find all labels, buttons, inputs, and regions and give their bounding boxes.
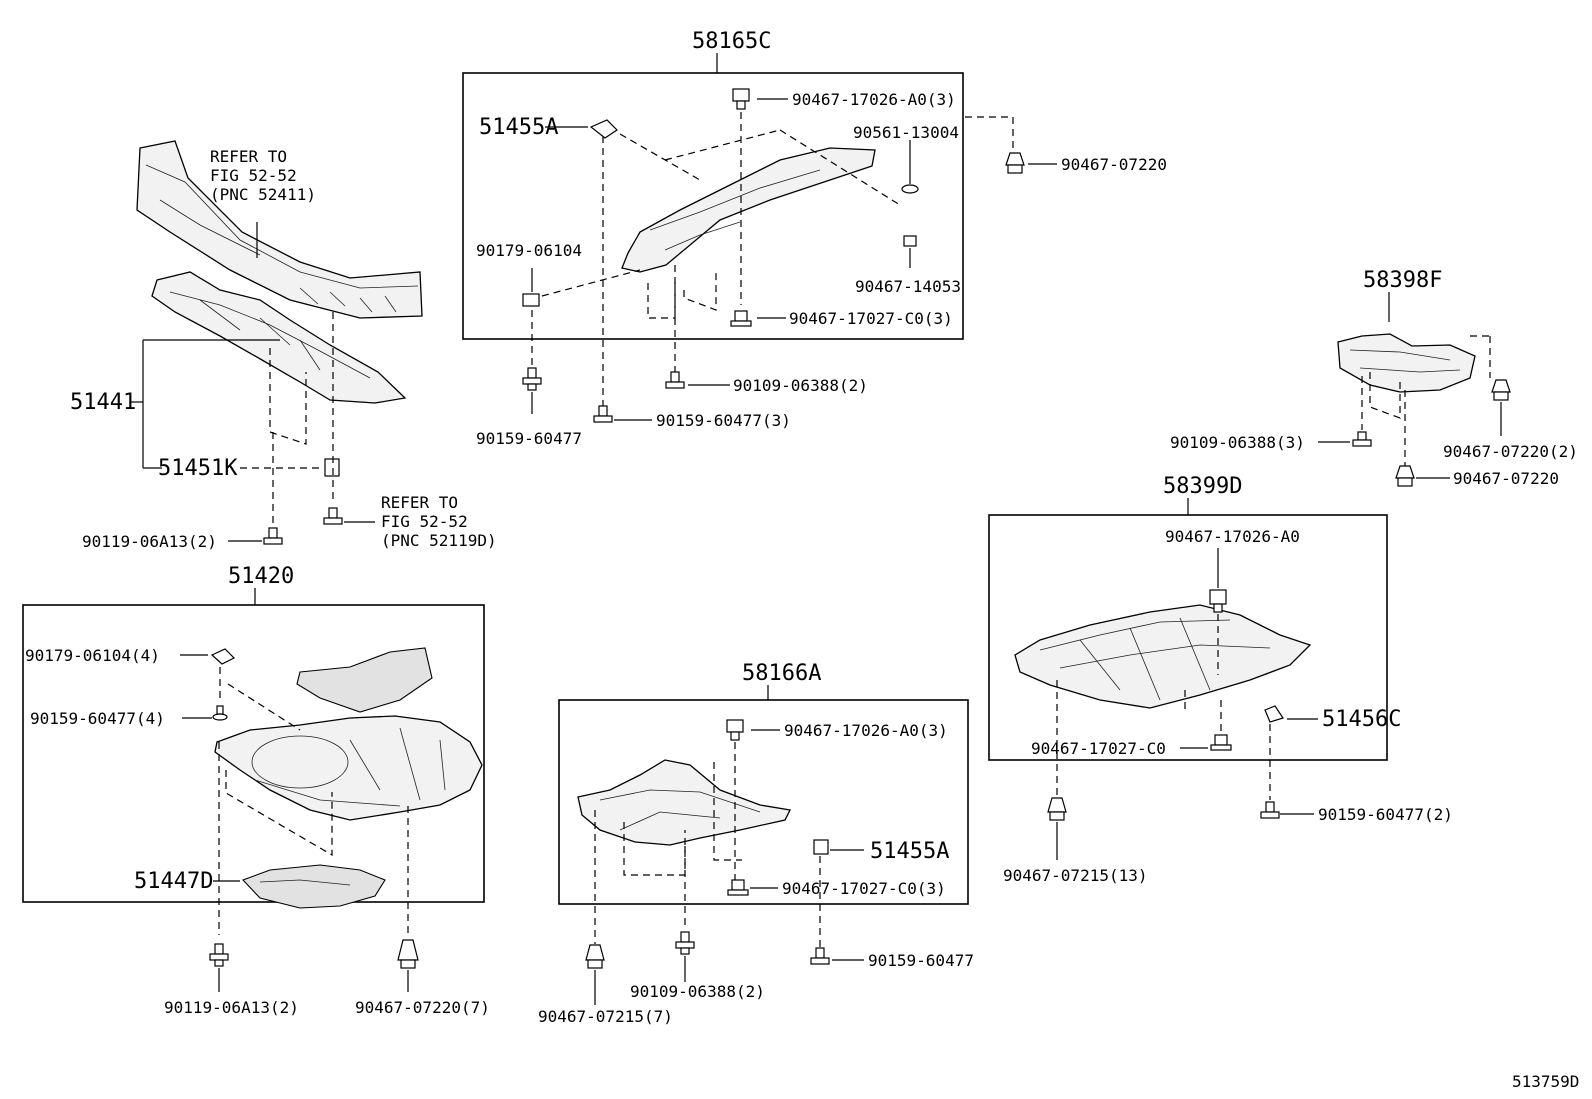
figure-id: 513759D xyxy=(1512,1072,1579,1091)
refer-top-line-3: (PNC 52411) xyxy=(210,185,316,204)
grommet-90467-17027-C0-icon xyxy=(1210,734,1232,751)
assembly-box-51420 xyxy=(22,604,485,903)
callout-90467-07215-13: 90467-07215(13) xyxy=(1003,866,1148,885)
clip-58398F-right-icon xyxy=(1491,379,1511,401)
callout-90561-13004: 90561-13004 xyxy=(853,123,959,142)
assembly-box-58165C xyxy=(462,72,964,340)
clip-51455A-mid-icon xyxy=(813,839,829,855)
callout-90109-06388-2-bottom: 90109-06388(2) xyxy=(630,982,765,1001)
clip-51451K-icon xyxy=(324,458,340,477)
grommet-90467-17027-mid-icon xyxy=(727,879,749,896)
bolt-90109-06388-b-icon xyxy=(1352,431,1372,447)
callout-90467-07215-7: 90467-07215(7) xyxy=(538,1007,673,1026)
grommet-90467-17027-top-icon xyxy=(730,310,752,327)
label-assembly-58398F: 58398F xyxy=(1363,268,1442,293)
label-part-51455A-mid: 51455A xyxy=(870,839,949,864)
callout-90119-06A13-2-top: 90119-06A13(2) xyxy=(82,532,217,551)
clip-90467-07220-7-icon xyxy=(397,939,419,969)
label-assembly-58165C: 58165C xyxy=(692,29,771,54)
callout-90467-14053: 90467-14053 xyxy=(855,277,961,296)
bolt-90119-06A13-b-icon xyxy=(209,943,229,967)
clip-90467-07215-13-icon xyxy=(1047,797,1067,821)
bolt-90159-60477-d-icon xyxy=(810,947,830,965)
part-51420-upper-plate xyxy=(296,647,433,713)
callout-90467-17027-C0: 90467-17027-C0 xyxy=(1031,739,1166,758)
callout-90467-07220-2: 90467-07220(2) xyxy=(1443,442,1578,461)
callout-90467-07220-right: 90467-07220 xyxy=(1453,469,1559,488)
nut-90179-06104-4-icon xyxy=(210,648,236,665)
label-part-51451K: 51451K xyxy=(158,456,238,481)
bolt-90159-60477-4-icon xyxy=(212,705,228,721)
bolt-90119-icon xyxy=(263,527,283,545)
part-58166A-shape xyxy=(577,759,791,846)
callout-90159-60477-2: 90159-60477(2) xyxy=(1318,805,1453,824)
clip-51456C-icon xyxy=(1264,705,1284,723)
bolt-90159-60477-a-icon xyxy=(522,367,542,391)
label-part-51441: 51441 xyxy=(70,390,136,415)
refer-bottom-line-3: (PNC 52119D) xyxy=(381,531,497,550)
bumper-reinforcement-part xyxy=(136,140,423,319)
label-assembly-58399D: 58399D xyxy=(1163,474,1242,499)
callout-90159-60477-4: 90159-60477(4) xyxy=(30,709,165,728)
nut-90561-icon xyxy=(901,184,919,194)
part-58399D-shape xyxy=(1014,604,1312,709)
part-58398F-shape xyxy=(1337,333,1476,393)
callout-90179-06104: 90179-06104 xyxy=(476,241,582,260)
label-part-51455A-top: 51455A xyxy=(479,115,558,140)
grommet-90467-17026-mid-icon xyxy=(726,719,744,741)
callout-90467-17026-A0: 90467-17026-A0 xyxy=(1165,527,1300,546)
label-assembly-58166A: 58166A xyxy=(742,661,821,686)
bolt-90159-60477-b-icon xyxy=(593,405,613,423)
part-51420-shape xyxy=(214,715,483,821)
label-part-51456C: 51456C xyxy=(1322,707,1401,732)
bolt-90109-06388-a-icon xyxy=(665,371,685,389)
callout-90467-07220-7: 90467-07220(7) xyxy=(355,998,490,1017)
clip-90467-07215-7-icon xyxy=(585,944,605,969)
callout-90179-06104-4: 90179-06104(4) xyxy=(25,646,160,665)
part-51441-shape xyxy=(151,271,407,404)
part-58165C-shape xyxy=(621,147,876,273)
part-51447D-shape xyxy=(242,864,386,909)
bolt-90159-60477-c-icon xyxy=(1260,801,1280,819)
clip-58398F-bottom-icon xyxy=(1395,465,1415,487)
callout-90109-06388-2-top: 90109-06388(2) xyxy=(733,376,868,395)
clip-90467-07220-top-icon xyxy=(1005,152,1025,174)
bolt-52119D-icon xyxy=(323,507,343,525)
clip-90467-14053-icon xyxy=(903,235,917,247)
grommet-90467-17026-A0-icon xyxy=(1209,589,1227,613)
bolt-90109-06388-c-icon xyxy=(675,931,695,955)
refer-bottom-line-1: REFER TO xyxy=(381,493,458,512)
refer-top-line-2: FIG 52-52 xyxy=(210,166,297,185)
label-part-51447D: 51447D xyxy=(134,869,213,894)
callout-90159-60477-bottom: 90159-60477 xyxy=(868,951,974,970)
grommet-90467-17026-top-icon xyxy=(732,88,750,110)
callout-90159-60477-top: 90159-60477 xyxy=(476,429,582,448)
nut-90179-icon xyxy=(522,293,540,307)
callout-90467-17026-A0-3-mid: 90467-17026-A0(3) xyxy=(784,721,948,740)
callout-90467-17026-A0-3-top: 90467-17026-A0(3) xyxy=(792,90,956,109)
refer-top-line-1: REFER TO xyxy=(210,147,287,166)
callout-90467-17027-C0-3-top: 90467-17027-C0(3) xyxy=(789,309,953,328)
refer-bottom-line-2: FIG 52-52 xyxy=(381,512,468,531)
callout-90109-06388-3: 90109-06388(3) xyxy=(1170,433,1305,452)
callout-90159-60477-3: 90159-60477(3) xyxy=(656,411,791,430)
clip-51455A-top-icon xyxy=(589,119,618,139)
label-assembly-51420: 51420 xyxy=(228,564,294,589)
callout-90119-06A13-2-bottom: 90119-06A13(2) xyxy=(164,998,299,1017)
callout-90467-07220-top: 90467-07220 xyxy=(1061,155,1167,174)
assembly-box-58166A xyxy=(558,699,969,905)
callout-90467-17027-C0-3-mid: 90467-17027-C0(3) xyxy=(782,879,946,898)
